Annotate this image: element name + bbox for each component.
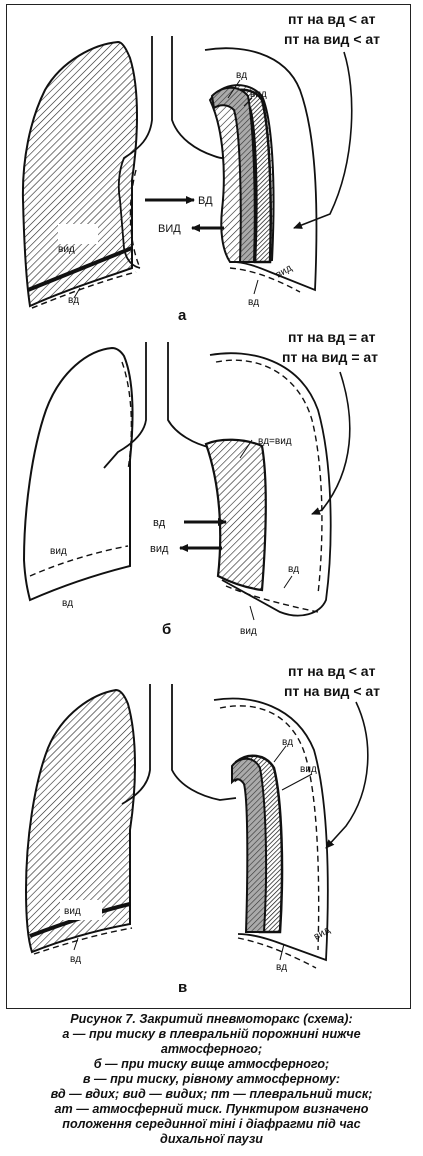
panel-a-arrow-vd-label: ВД [198, 195, 213, 207]
panel-b-right-pleura [209, 352, 332, 617]
panel-c: пт на вд < ат пт на вид < ат вд вид вид … [24, 663, 380, 996]
panel-c-left-vd: вд [70, 954, 81, 965]
panel-b-trachea [103, 342, 147, 469]
caption-line-8: положення серединної тіні і діафрагми пі… [62, 1117, 361, 1131]
panel-c-trachea-right [171, 684, 237, 801]
panel-a-right-dash [229, 267, 301, 293]
panel-b-right-vd: вд [288, 564, 299, 575]
panel-a-left-vyd-line [27, 246, 133, 292]
panel-a-right-vd: вд [248, 297, 259, 308]
panel-c-right-lung-vyd [231, 757, 268, 933]
caption-line-7: ат — атмосферний тиск. Пунктиром визначе… [54, 1102, 369, 1116]
caption-line-9: дихальної паузи [160, 1132, 263, 1146]
caption-line-3: атмосферного; [160, 1042, 263, 1056]
panel-a-left-vyd: вид [58, 244, 75, 255]
panel-b-pressure-arrow [311, 371, 351, 515]
figure-caption: Рисунок 7. Закритий пневмоторакс (схема)… [8, 1012, 415, 1147]
panel-a-label-vd-top: вд [236, 70, 247, 81]
panel-b-right-vyd: вид [240, 626, 257, 637]
panel-b: пт на вд = ат пт на вид = ат вд=вид вд в… [22, 329, 378, 638]
panel-b-right-pleura-dash [215, 359, 323, 595]
panel-b-right-lung [204, 438, 267, 592]
panel-b-arrow-vd-label: вд [153, 517, 166, 529]
panel-b-diaphragm-dash [225, 585, 319, 613]
panel-c-label-vyd-top: вид [300, 764, 317, 775]
panel-a-arrow-vyd-label: ВИД [158, 223, 181, 235]
caption-line-2: а — при тиску в плевральній порожнині ни… [62, 1027, 361, 1041]
pneumothorax-diagram: пт на вд < ат пт на вид < ат вд вид ВД В… [21, 11, 380, 996]
panel-c-right-vyd: вид [312, 925, 332, 943]
panel-a-right-pleura [204, 47, 318, 292]
panel-b-left-lung [22, 346, 134, 602]
panel-c-trachea [121, 684, 151, 805]
panel-b-trachea-right [167, 342, 241, 453]
panel-c-right-vd: вд [276, 962, 287, 973]
panel-b-pressure-line1: пт на вд = ат [288, 329, 376, 345]
panel-b-left-vd: вд [62, 598, 73, 609]
panel-a-left-lung [21, 40, 138, 308]
panel-b-left-vyd: вид [50, 546, 67, 557]
panel-b-letter: б [162, 621, 171, 638]
figure-frame [6, 4, 411, 1009]
panel-b-left-vd-dash [29, 545, 129, 577]
caption-line-5: в — при тиску, рівному атмосферному: [82, 1072, 341, 1086]
panel-c-pressure-arrow [325, 701, 369, 849]
panel-c-label-vd-top: вд [282, 737, 293, 748]
panel-b-arrow-vyd-label: вид [150, 543, 169, 555]
panel-c-right-pleura-dash [219, 705, 320, 951]
panel-b-label-vd-eq-vyd: вд=вид [258, 436, 292, 447]
caption-line-1: Рисунок 7. Закритий пневмоторакс (схема)… [70, 1012, 353, 1026]
panel-a-label-vyd-top: вид [250, 89, 267, 100]
panel-a-pressure-line1: пт на вд < ат [288, 11, 376, 27]
panel-a-letter: а [178, 307, 187, 324]
panel-c-pressure-line1: пт на вд < ат [288, 663, 376, 679]
panel-b-pressure-line2: пт на вид = ат [282, 349, 378, 365]
panel-a-pressure-arrow [293, 51, 353, 229]
panel-a: пт на вд < ат пт на вид < ат вд вид ВД В… [21, 11, 380, 324]
panel-c-right-pleura [213, 697, 329, 962]
panel-b-left-lung-dash [121, 361, 133, 471]
caption-line-4: б — при тиску вище атмосферного; [93, 1057, 330, 1071]
panel-a-right-vd-band [210, 86, 256, 263]
panel-a-left-vd: вд [68, 295, 79, 306]
panel-a-mediastinum-dash [129, 169, 141, 269]
panel-a-right-vyd: вид [274, 263, 294, 281]
panel-a-pressure-line2: пт на вид < ат [284, 31, 380, 47]
panel-c-pressure-line2: пт на вид < ат [284, 683, 380, 699]
panel-c-letter: в [178, 979, 187, 996]
panel-c-left-lung [24, 688, 136, 954]
panel-a-left-vd-dash [31, 271, 137, 309]
caption-line-6: вд — вдих; вид — видих; пт — плевральний… [50, 1087, 373, 1101]
panel-a-trachea [117, 36, 153, 269]
panel-c-diaphragm-dash [237, 937, 317, 969]
panel-c-left-vyd: вид [64, 906, 81, 917]
panel-c-left-vd-dash [33, 927, 133, 955]
